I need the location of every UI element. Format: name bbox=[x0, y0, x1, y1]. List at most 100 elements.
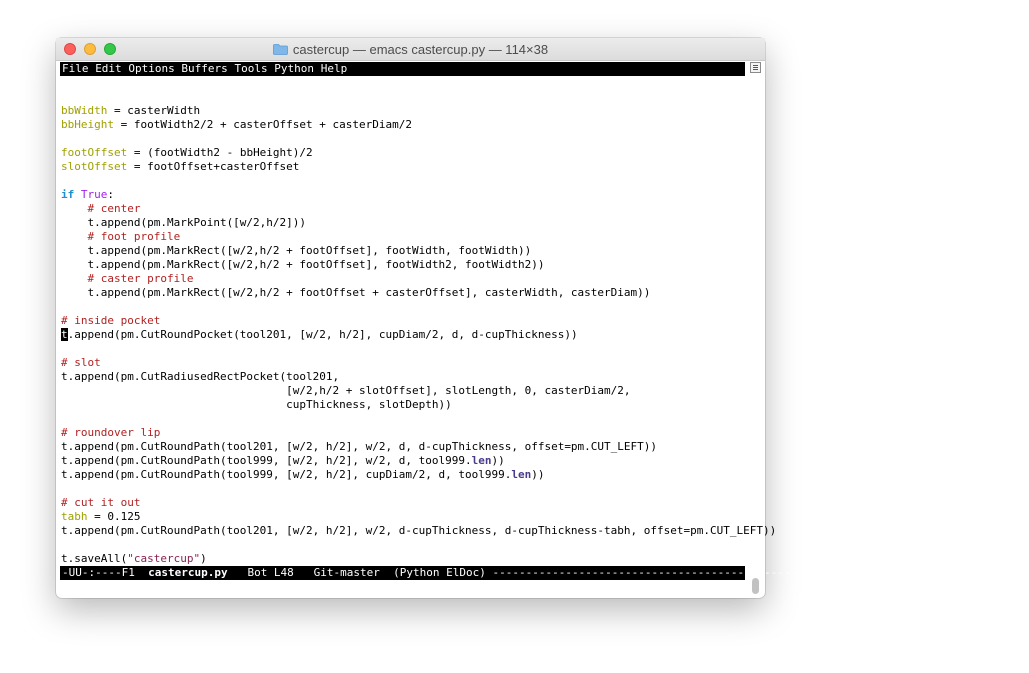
code-line[interactable]: # cut it out bbox=[61, 496, 745, 510]
modeline-modes[interactable]: (Python ElDoc) bbox=[379, 566, 493, 579]
code-line[interactable]: if True: bbox=[61, 188, 745, 202]
code-text: = casterWidth bbox=[107, 104, 201, 117]
code-line[interactable] bbox=[61, 90, 745, 104]
code-line[interactable]: t.append(pm.CutRadiusedRectPocket(tool20… bbox=[61, 370, 745, 384]
title-bar[interactable]: castercup — emacs castercup.py — 114×38 bbox=[56, 38, 765, 61]
code-text: t.saveAll( bbox=[61, 552, 128, 565]
code-text: = (footWidth2 - bbHeight)/2 bbox=[127, 146, 313, 159]
menu-buffers[interactable]: Buffers bbox=[181, 62, 228, 75]
code-text: t.append(pm.CutRoundPath(tool201, [w/2, … bbox=[61, 440, 658, 453]
code-text: t.append(pm.MarkRect([w/2,h/2 + footOffs… bbox=[61, 286, 651, 299]
code-line[interactable]: # caster profile bbox=[61, 272, 745, 286]
code-line[interactable]: slotOffset = footOffset+casterOffset bbox=[61, 160, 745, 174]
code-line[interactable]: t.append(pm.MarkPoint([w/2,h/2])) bbox=[61, 216, 745, 230]
code-line[interactable]: t.append(pm.MarkRect([w/2,h/2 + footOffs… bbox=[61, 286, 745, 300]
code-text: cupThickness, slotDepth)) bbox=[61, 398, 452, 411]
code-line[interactable]: t.append(pm.CutRoundPocket(tool201, [w/2… bbox=[61, 328, 745, 342]
code-text: t.append(pm.MarkPoint([w/2,h/2])) bbox=[61, 216, 307, 229]
code-text: t.append(pm.MarkRect([w/2,h/2 + footOffs… bbox=[61, 258, 545, 271]
code-text: .append(pm.CutRoundPocket(tool201, [w/2,… bbox=[67, 328, 578, 341]
code-text: t.append(pm.CutRoundPath(tool201, [w/2, … bbox=[61, 524, 777, 537]
code-line[interactable] bbox=[61, 412, 745, 426]
code-line[interactable]: t.append(pm.CutRoundPath(tool201, [w/2, … bbox=[61, 440, 745, 454]
code-keyword: True bbox=[80, 188, 108, 201]
code-text: = 0.125 bbox=[87, 510, 141, 523]
code-text: t.append(pm.CutRoundPath(tool999, [w/2, … bbox=[61, 468, 512, 481]
text-cursor: t bbox=[61, 328, 68, 341]
code-comment: # inside pocket bbox=[61, 314, 161, 327]
modeline-position: Bot L48 bbox=[227, 566, 314, 579]
code-line[interactable] bbox=[61, 482, 745, 496]
modeline-buffer-name[interactable]: castercup.py bbox=[148, 566, 228, 579]
code-line[interactable]: footOffset = (footWidth2 - bbHeight)/2 bbox=[61, 146, 745, 160]
close-button[interactable] bbox=[64, 43, 76, 55]
code-line[interactable]: t.saveAll("castercup") bbox=[61, 552, 745, 566]
code-line[interactable]: cupThickness, slotDepth)) bbox=[61, 398, 745, 412]
window-title: castercup — emacs castercup.py — 114×38 bbox=[292, 41, 549, 57]
emacs-menu-bar: File Edit Options Buffers Tools Python Help bbox=[60, 62, 745, 76]
scrollbar-thumb[interactable] bbox=[752, 578, 759, 594]
code-text bbox=[61, 230, 88, 243]
mode-line: -UU-:----F1 castercup.py Bot L48 Git-mas… bbox=[60, 566, 1029, 580]
code-line[interactable] bbox=[61, 132, 745, 146]
code-text: t.append(pm.CutRadiusedRectPocket(tool20… bbox=[61, 370, 340, 383]
code-comment: # center bbox=[87, 202, 141, 215]
minimize-button[interactable] bbox=[84, 43, 96, 55]
code-line[interactable]: # foot profile bbox=[61, 230, 745, 244]
code-text: [w/2,h/2 + slotOffset], slotLength, 0, c… bbox=[61, 384, 631, 397]
code-line[interactable] bbox=[61, 174, 745, 188]
code-comment: # foot profile bbox=[87, 230, 181, 243]
menu-options[interactable]: Options bbox=[128, 62, 175, 75]
code-string: "castercup" bbox=[127, 552, 201, 565]
code-line[interactable]: # inside pocket bbox=[61, 314, 745, 328]
code-line[interactable]: t.append(pm.MarkRect([w/2,h/2 + footOffs… bbox=[61, 258, 745, 272]
code-comment: # caster profile bbox=[87, 272, 194, 285]
modeline-fill: ----------------------------------------… bbox=[492, 566, 1029, 579]
code-text: t.append(pm.MarkRect([w/2,h/2 + footOffs… bbox=[61, 244, 532, 257]
code-line[interactable]: # roundover lip bbox=[61, 426, 745, 440]
menu-python[interactable]: Python bbox=[274, 62, 315, 75]
code-text bbox=[74, 188, 81, 201]
code-keyword: if bbox=[61, 188, 75, 201]
code-text: )) bbox=[531, 468, 545, 481]
code-line[interactable]: t.append(pm.CutRoundPath(tool999, [w/2, … bbox=[61, 454, 745, 468]
code-line[interactable]: t.append(pm.CutRoundPath(tool201, [w/2, … bbox=[61, 524, 776, 538]
code-line[interactable]: # slot bbox=[61, 356, 745, 370]
window-title-area: castercup — emacs castercup.py — 114×38 bbox=[56, 38, 765, 60]
code-text: = footOffset+casterOffset bbox=[127, 160, 300, 173]
code-variable: slotOffset bbox=[61, 160, 128, 173]
code-text bbox=[61, 272, 88, 285]
vertical-scrollbar[interactable] bbox=[750, 578, 761, 596]
code-comment: # roundover lip bbox=[61, 426, 161, 439]
code-line[interactable] bbox=[61, 342, 745, 356]
code-line[interactable]: tabh = 0.125 bbox=[61, 510, 745, 524]
code-text: )) bbox=[491, 454, 505, 467]
menu-help[interactable]: Help bbox=[320, 62, 348, 75]
code-comment: # slot bbox=[61, 356, 101, 369]
code-line[interactable]: bbHeight = footWidth2/2 + casterOffset +… bbox=[61, 118, 745, 132]
scrollbar-menu-icon[interactable] bbox=[750, 62, 761, 73]
code-variable: bbHeight bbox=[61, 118, 114, 131]
zoom-button[interactable] bbox=[104, 43, 116, 55]
modeline-vc-branch[interactable]: Git-master bbox=[313, 566, 380, 579]
code-text: = footWidth2/2 + casterOffset + casterDi… bbox=[113, 118, 412, 131]
modeline-status: -UU-:----F1 bbox=[62, 566, 149, 579]
code-text: ) bbox=[200, 552, 207, 565]
code-builtin: len bbox=[471, 454, 492, 467]
menu-file[interactable]: File bbox=[62, 62, 89, 75]
code-line[interactable]: bbWidth = casterWidth bbox=[61, 104, 745, 118]
code-line[interactable] bbox=[61, 300, 745, 314]
code-line[interactable] bbox=[61, 538, 745, 552]
code-line[interactable]: t.append(pm.MarkRect([w/2,h/2 + footOffs… bbox=[61, 244, 745, 258]
code-line[interactable]: # center bbox=[61, 202, 745, 216]
folder-icon bbox=[272, 43, 288, 55]
code-text bbox=[61, 202, 88, 215]
menu-tools[interactable]: Tools bbox=[234, 62, 268, 75]
code-builtin: len bbox=[511, 468, 532, 481]
code-comment: # cut it out bbox=[61, 496, 141, 509]
code-line[interactable]: [w/2,h/2 + slotOffset], slotLength, 0, c… bbox=[61, 384, 745, 398]
terminal-window: castercup — emacs castercup.py — 114×38 … bbox=[56, 38, 1029, 598]
code-line[interactable]: t.append(pm.CutRoundPath(tool999, [w/2, … bbox=[61, 468, 745, 482]
menu-edit[interactable]: Edit bbox=[95, 62, 122, 75]
